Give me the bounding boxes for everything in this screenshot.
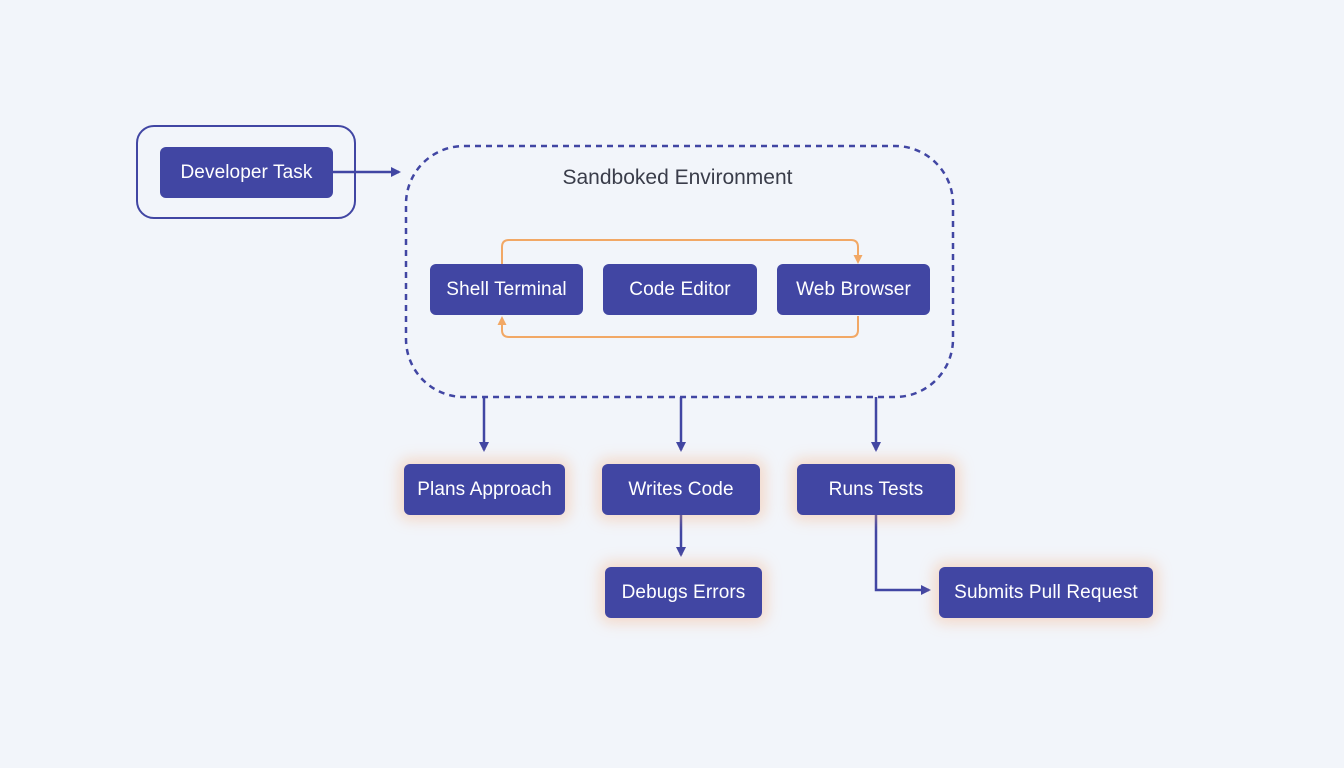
runs-tests-node: Runs Tests <box>797 464 955 515</box>
code-editor-node: Code Editor <box>603 264 757 315</box>
tool-loop-bottom-arrow <box>497 316 859 338</box>
runs-to-submits-arrow <box>874 515 931 595</box>
task-frame <box>136 125 356 219</box>
plans-approach-node: Plans Approach <box>404 464 565 515</box>
shell-terminal-node: Shell Terminal <box>430 264 583 315</box>
debugs-errors-node: Debugs Errors <box>605 567 762 618</box>
writes-code-node: Writes Code <box>602 464 760 515</box>
web-browser-node: Web Browser <box>777 264 930 315</box>
developer-task-node: Developer Task <box>160 147 333 198</box>
environment-title: Sandboked Environment <box>562 166 793 189</box>
tool-loop-top-arrow <box>501 239 863 264</box>
submits-pull-request-node: Submits Pull Request <box>939 567 1153 618</box>
